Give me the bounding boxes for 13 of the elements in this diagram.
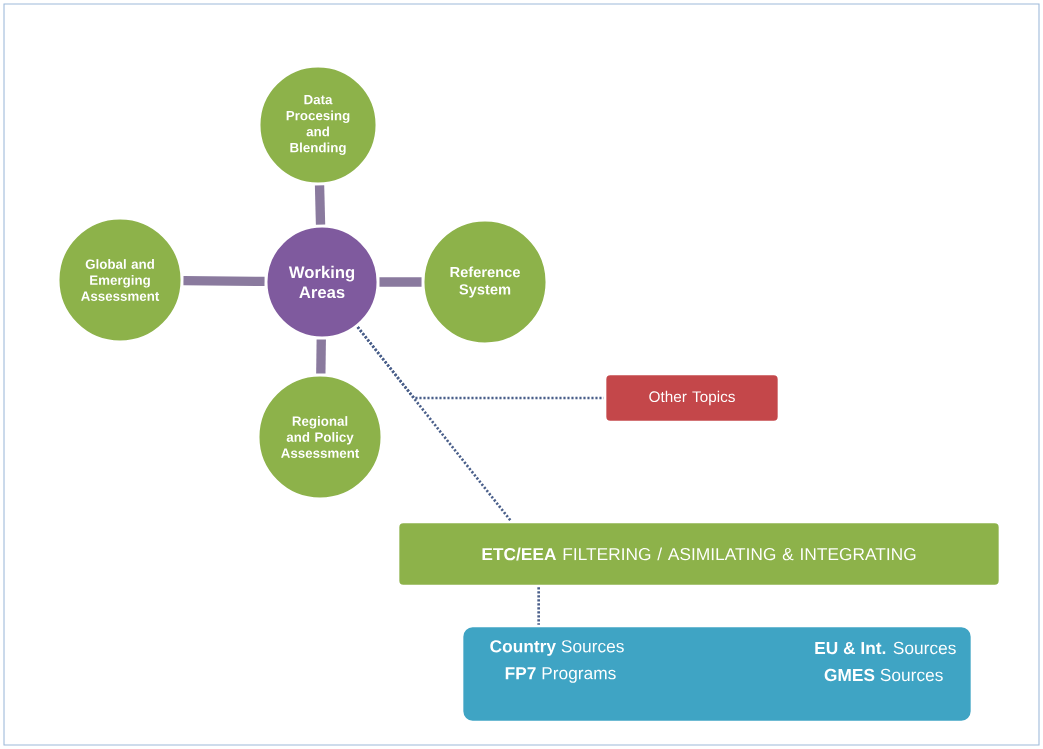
source-label: EU & Int. Sources — [815, 641, 956, 655]
source-label: Country Sources — [490, 640, 624, 656]
connector — [314, 185, 326, 225]
dotted-connector — [537, 587, 540, 625]
source-label: GMES Sources — [824, 668, 943, 682]
source-label: FP7 Programs — [505, 667, 616, 683]
connector — [316, 339, 326, 374]
connector — [183, 275, 265, 287]
sources-box — [460, 624, 974, 724]
topic-box: Other Topics — [603, 372, 781, 424]
process-bar: ETC/EEA FILTERING / ASIMILATING & INTEGRATING — [396, 520, 1002, 588]
dotted-connector — [356, 326, 512, 522]
connector — [379, 277, 422, 287]
